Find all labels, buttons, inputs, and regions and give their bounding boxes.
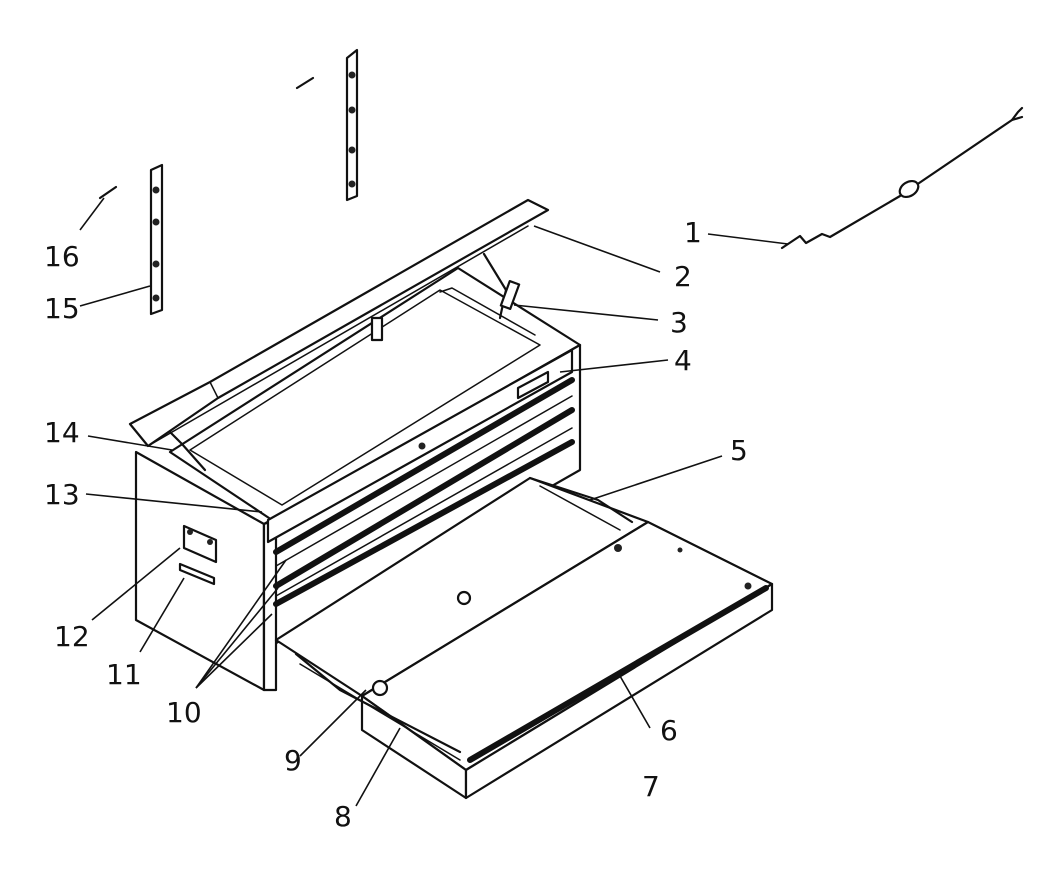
callout-12: 12	[54, 620, 90, 653]
part-16-hinge-pin	[98, 185, 118, 200]
callout-2: 2	[674, 260, 692, 293]
callout-9: 9	[284, 744, 302, 777]
callout-11: 11	[106, 658, 142, 691]
part-8-drawer-slide	[294, 652, 462, 761]
part-9-drawer-lock	[371, 590, 472, 697]
callout-15: 15	[44, 292, 80, 325]
callout-8: 8	[334, 800, 352, 833]
callout-6: 6	[660, 714, 678, 747]
callout-14: 14	[44, 416, 80, 449]
upper-hinge-pin	[295, 76, 315, 90]
part-5-drawer-slide	[528, 476, 634, 531]
part-1-support-rod	[780, 106, 1024, 250]
part-3-lid-stay	[168, 252, 521, 472]
part-15-hinge-strip	[149, 163, 164, 316]
callout-1: 1	[684, 216, 702, 249]
callout-4: 4	[674, 344, 692, 377]
upper-hinge-strip	[345, 48, 359, 202]
callout-10: 10	[166, 696, 202, 729]
callout-13: 13	[44, 478, 80, 511]
callout-labels: 1 2 3 4 5 6 7 8 9 10 11 12 13 14 15 16	[44, 216, 748, 833]
leader-lines	[79, 197, 789, 807]
chest-body	[134, 343, 582, 692]
callout-3: 3	[670, 306, 688, 339]
callout-16: 16	[44, 240, 80, 273]
callout-5: 5	[730, 434, 748, 467]
part-11-side-handle	[178, 524, 218, 586]
part-7-open-drawer	[274, 476, 774, 800]
callout-7: 7	[642, 770, 660, 803]
